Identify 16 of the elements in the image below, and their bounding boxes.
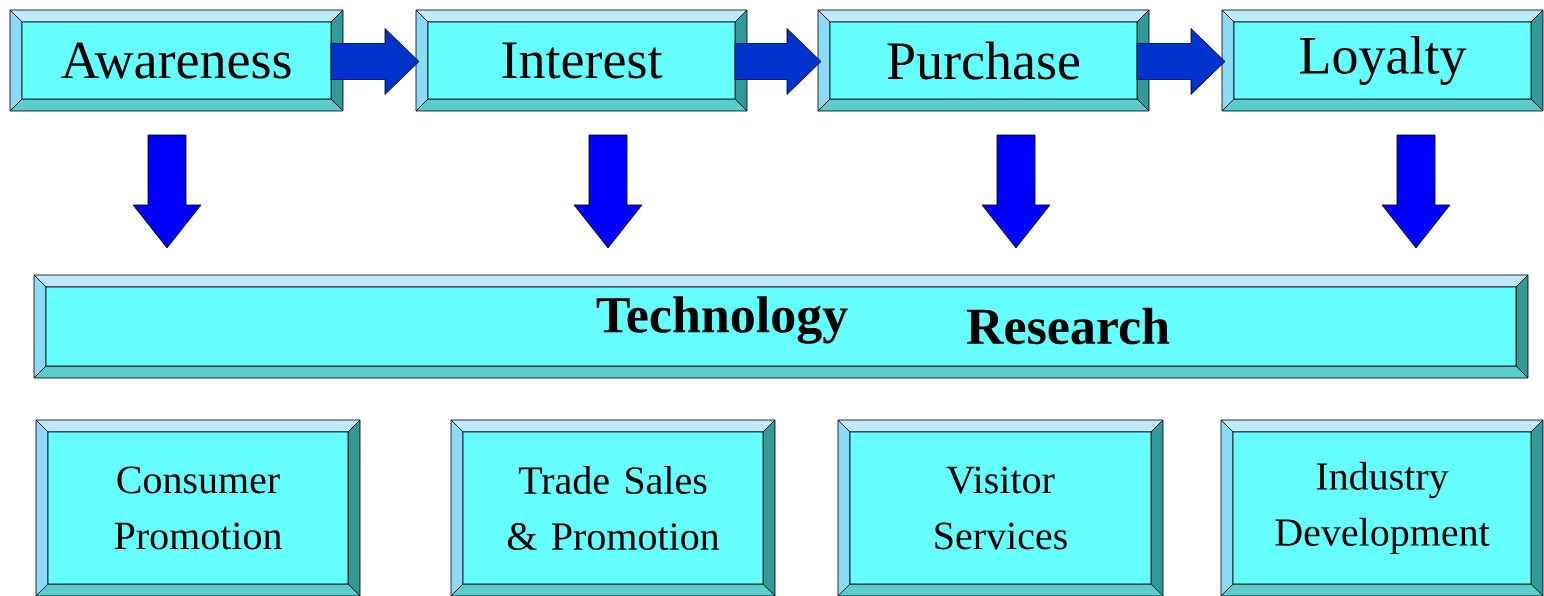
process-box: Loyalty bbox=[1221, 9, 1544, 112]
block-arrow bbox=[1136, 28, 1226, 95]
department-box: Trade Sales & Promotion bbox=[450, 419, 776, 596]
department-box: Consumer Promotion bbox=[35, 419, 361, 596]
block-arrow bbox=[734, 28, 822, 95]
banner-box: Technology Research bbox=[33, 274, 1529, 379]
process-box: Interest bbox=[415, 9, 748, 112]
department-box: Industry Development bbox=[1220, 419, 1544, 596]
department-box: Visitor Services bbox=[837, 419, 1164, 596]
block-arrow bbox=[330, 28, 420, 95]
block-arrow bbox=[573, 134, 643, 249]
process-box: Purchase bbox=[817, 9, 1150, 112]
block-arrow bbox=[132, 134, 202, 249]
block-arrow bbox=[981, 134, 1051, 249]
process-box: Awareness bbox=[9, 9, 344, 112]
block-arrow bbox=[1381, 134, 1451, 249]
